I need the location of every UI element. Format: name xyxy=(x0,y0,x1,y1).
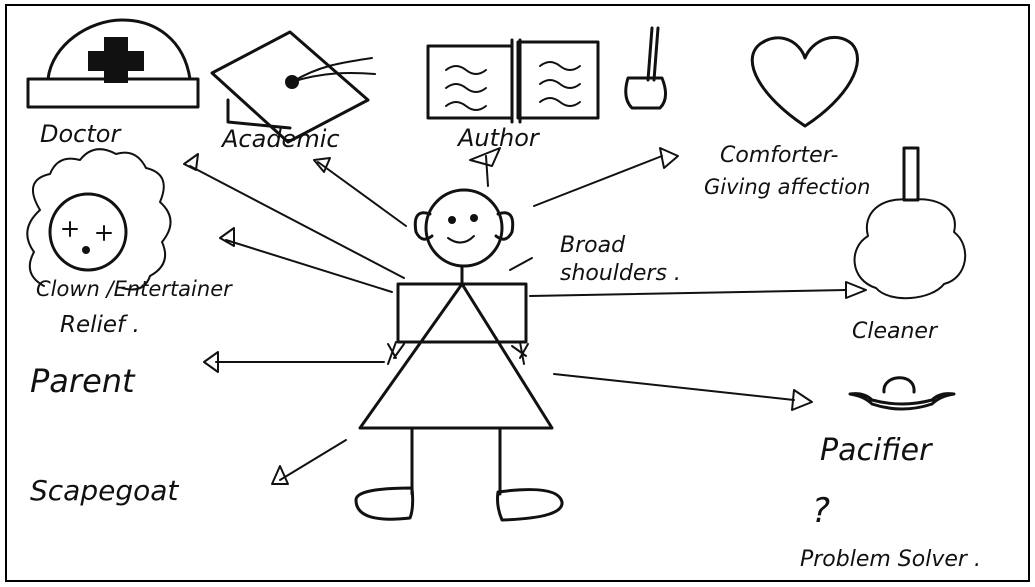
label-broad-line1: Broad xyxy=(560,233,626,258)
label-pacifier: Pacifier xyxy=(820,433,933,468)
label-scapegoat: Scapegoat xyxy=(30,474,179,507)
label-problem-solver: Problem Solver . xyxy=(800,547,981,572)
label-clown-line2: Relief . xyxy=(60,312,140,338)
arrow-to-clown xyxy=(226,240,392,292)
label-parent: Parent xyxy=(30,362,136,400)
pointer-broad-shoulders xyxy=(510,258,532,270)
figure-foot-left xyxy=(356,488,413,519)
ink-pot-icon xyxy=(626,28,666,108)
label-broad-line2: shoulders . xyxy=(560,261,681,286)
figure-hair-right xyxy=(496,213,513,239)
label-comforter-line1: Comforter- xyxy=(720,143,839,168)
arrow-to-pacifier xyxy=(554,374,794,400)
label-academic: Academic xyxy=(220,125,340,153)
clown-face-icon xyxy=(27,149,170,289)
arrow-to-academic xyxy=(318,162,406,226)
figure-foot-right xyxy=(498,490,563,520)
label-comforter-line2: Giving affection xyxy=(704,175,870,199)
heart-icon xyxy=(752,37,857,126)
label-doctor: Doctor xyxy=(40,120,122,148)
feather-duster-icon xyxy=(855,148,966,298)
pacifier-icon xyxy=(850,378,954,409)
arrow-to-cleaner xyxy=(530,290,846,296)
label-cleaner: Cleaner xyxy=(852,319,939,344)
figure-head xyxy=(426,190,502,266)
arrow-to-comforter xyxy=(534,156,662,206)
book-icon xyxy=(428,40,598,122)
nurse-cap-icon xyxy=(28,20,198,107)
label-clown-line1: Clown /Entertainer xyxy=(36,277,233,301)
arrow-to-author xyxy=(486,156,488,186)
label-question-mark: ? xyxy=(812,491,830,531)
figure-hair-left xyxy=(415,213,432,239)
arrow-to-scapegoat xyxy=(280,440,346,480)
figure-shoulders xyxy=(398,284,526,342)
stick-figure xyxy=(356,190,562,520)
